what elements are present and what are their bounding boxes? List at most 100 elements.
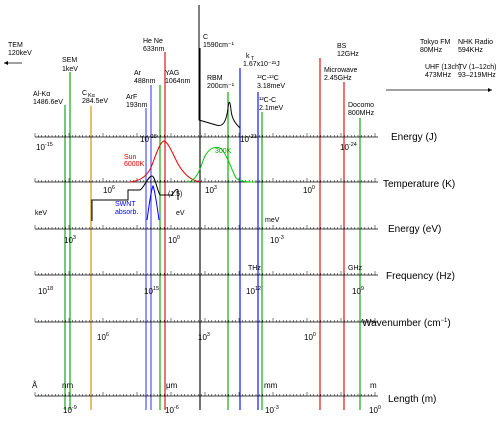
curves <box>91 5 256 221</box>
right-arrow-icon <box>488 88 492 92</box>
svg-text:284.5eV: 284.5eV <box>82 98 108 105</box>
svg-text:GHz: GHz <box>348 265 363 272</box>
svg-text:10-21: 10-21 <box>240 134 257 144</box>
svg-text:meV: meV <box>265 217 280 224</box>
sun-blackbody-curve <box>129 140 201 183</box>
svg-text:488nm: 488nm <box>134 78 156 85</box>
svg-text:k: k <box>246 53 250 60</box>
svg-text:473MHz: 473MHz <box>425 72 452 79</box>
svg-text:594KHz: 594KHz <box>458 47 483 54</box>
svg-text:TEM: TEM <box>8 42 23 49</box>
scale-axes <box>34 133 378 397</box>
svg-text:1018: 1018 <box>38 286 53 296</box>
svg-text:2.45GHz: 2.45GHz <box>324 75 352 82</box>
svg-text:100: 100 <box>304 332 316 342</box>
svg-text:C: C <box>203 34 208 41</box>
svg-text:C: C <box>82 90 87 97</box>
room-temp-blackbody-curve <box>187 146 256 183</box>
svg-text:m: m <box>370 381 377 390</box>
svg-text:YAG: YAG <box>165 70 179 77</box>
annotations: Sun 6000K 300K SWNT absorb. (1.5) <box>115 148 232 216</box>
svg-text:Kα: Kα <box>88 93 96 99</box>
tick-labels: 10-15 10-18 10-21 10-24 106 103 100 103 … <box>32 134 381 415</box>
svg-text:Microwave: Microwave <box>324 67 358 74</box>
svg-text:Tokyo FM: Tokyo FM <box>420 39 451 46</box>
svg-text:1012: 1012 <box>246 286 261 296</box>
svg-text:¹²C-¹³C: ¹²C-¹³C <box>257 75 279 82</box>
svg-text:mm: mm <box>264 381 278 390</box>
svg-text:12GHz: 12GHz <box>337 51 359 58</box>
radio-labels: Tokyo FM 80MHz NHK Radio 594KHz UHF (13c… <box>386 39 497 92</box>
svg-text:RBM: RBM <box>207 75 223 82</box>
svg-text:1064nm: 1064nm <box>165 78 190 85</box>
svg-text:1486.6eV: 1486.6eV <box>33 99 63 106</box>
svg-text:10-3: 10-3 <box>270 235 284 245</box>
svg-text:3.18meV: 3.18meV <box>257 83 285 90</box>
svg-text:193nm: 193nm <box>126 102 148 109</box>
svg-text:absorb.: absorb. <box>115 209 138 216</box>
scale-label-energy-j: Energy (J) <box>391 132 437 143</box>
scale-label-temperature: Temperature (K) <box>383 179 455 190</box>
svg-text:93–219MHz: 93–219MHz <box>458 72 496 79</box>
marker-labels: Al-Kα 1486.6eV SEM 1keV C Kα 284.5eV ArF… <box>33 34 375 117</box>
swnt-absorption-curve <box>91 175 179 221</box>
svg-text:1015: 1015 <box>144 286 159 296</box>
tem-label: TEM 120keV <box>4 42 32 65</box>
svg-text:1keV: 1keV <box>62 66 78 73</box>
svg-text:103: 103 <box>64 235 76 245</box>
scale-label-length: Length (m) <box>388 394 436 405</box>
svg-text:(1.5): (1.5) <box>168 191 182 198</box>
svg-text:1.67x10⁻²¹J: 1.67x10⁻²¹J <box>243 61 280 68</box>
scale-labels: Energy (J) Temperature (K) Energy (eV) F… <box>362 132 455 405</box>
svg-text:800MHz: 800MHz <box>348 110 375 117</box>
svg-text:Å: Å <box>32 381 38 390</box>
svg-text:THz: THz <box>248 265 261 272</box>
svg-text:ArF: ArF <box>126 94 137 101</box>
scale-label-energy-ev: Energy (eV) <box>388 224 441 235</box>
svg-text:6000K: 6000K <box>124 161 145 168</box>
svg-text:10-3: 10-3 <box>265 405 279 415</box>
svg-text:Docomo: Docomo <box>348 102 374 109</box>
svg-text:106: 106 <box>103 185 115 195</box>
svg-text:NHK Radio: NHK Radio <box>458 39 493 46</box>
svg-text:106: 106 <box>97 332 109 342</box>
svg-text:UHF (13ch): UHF (13ch) <box>425 64 461 71</box>
svg-text:Ar: Ar <box>134 70 142 77</box>
svg-text:103: 103 <box>198 332 210 342</box>
svg-text:633nm: 633nm <box>143 46 165 53</box>
svg-text:10-9: 10-9 <box>63 405 77 415</box>
c-raman-curve <box>198 5 241 129</box>
svg-text:1590cm⁻¹: 1590cm⁻¹ <box>203 42 235 49</box>
svg-text:103: 103 <box>205 185 217 195</box>
svg-text:T: T <box>251 56 255 62</box>
svg-text:He Ne: He Ne <box>143 38 163 45</box>
svg-text:SEM: SEM <box>62 57 77 64</box>
svg-text:300K: 300K <box>215 148 232 155</box>
svg-text:10-15: 10-15 <box>36 142 53 152</box>
svg-text:μm: μm <box>166 381 178 390</box>
svg-text:Sun: Sun <box>124 154 137 161</box>
svg-text:¹²C-C: ¹²C-C <box>259 97 276 104</box>
svg-text:10-18: 10-18 <box>140 134 157 144</box>
svg-text:120keV: 120keV <box>8 50 32 57</box>
svg-text:200cm⁻¹: 200cm⁻¹ <box>207 83 235 90</box>
svg-text:TV (1–12ch): TV (1–12ch) <box>458 64 497 71</box>
scale-label-frequency: Frequency (Hz) <box>386 271 455 282</box>
svg-text:80MHz: 80MHz <box>420 47 443 54</box>
swnt-absorption-blue <box>146 184 160 221</box>
svg-text:nm: nm <box>62 381 73 390</box>
left-arrow-icon <box>4 61 8 65</box>
svg-text:100: 100 <box>303 185 315 195</box>
svg-text:keV: keV <box>35 210 47 217</box>
svg-text:2.1meV: 2.1meV <box>259 105 283 112</box>
scale-label-wavenumber: Wavenumber (cm−1) <box>362 318 451 329</box>
svg-text:109: 109 <box>352 286 364 296</box>
svg-text:100: 100 <box>369 405 381 415</box>
svg-text:10-24: 10-24 <box>340 142 357 152</box>
svg-text:Al-Kα: Al-Kα <box>33 91 50 98</box>
svg-text:eV: eV <box>176 210 185 217</box>
svg-text:10-6: 10-6 <box>165 405 179 415</box>
svg-text:BS: BS <box>337 43 347 50</box>
